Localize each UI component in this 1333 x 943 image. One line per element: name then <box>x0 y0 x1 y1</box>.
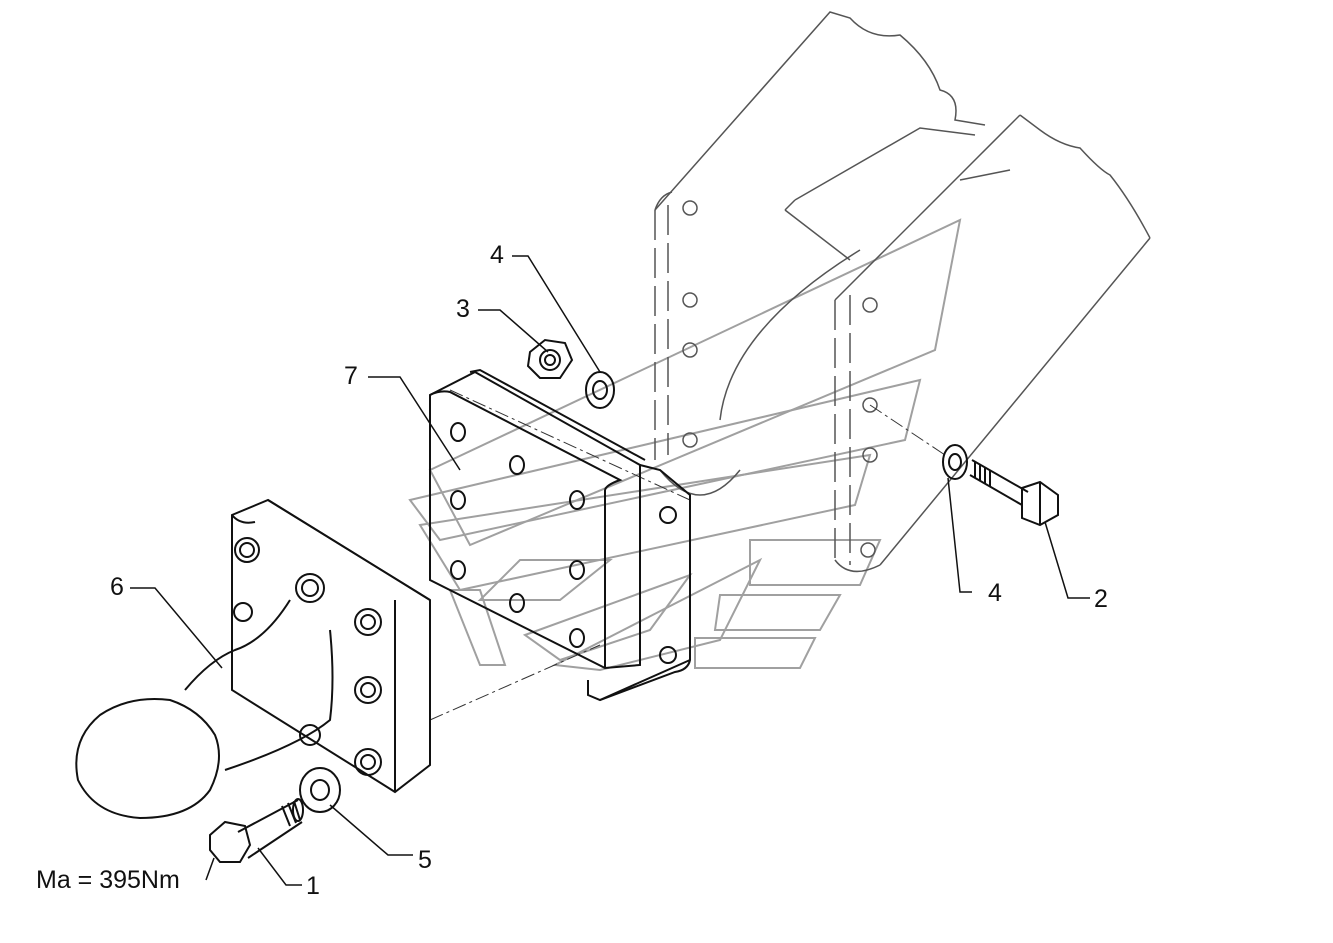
callout-tow-ball: 6 <box>110 573 124 601</box>
assembly-center-lines <box>429 389 946 721</box>
bolt-front <box>209 798 304 863</box>
lock-washer <box>299 767 341 813</box>
callout-washer-rear: 4 <box>988 579 1002 607</box>
mounting-plate <box>429 368 691 702</box>
bolt-rear <box>969 459 1059 527</box>
torque-note: Ma = 395Nm <box>36 866 180 894</box>
callout-bolt-front: 1 <box>306 872 320 900</box>
tow-ball <box>75 498 431 820</box>
washer-rear <box>942 444 968 480</box>
callout-lock-washer: 5 <box>418 846 432 874</box>
callout-bolt-rear: 2 <box>1094 585 1108 613</box>
callout-nut: 3 <box>456 295 470 323</box>
callout-washer-upper: 4 <box>490 241 504 269</box>
vehicle-frame <box>654 11 1151 573</box>
nut <box>526 338 574 379</box>
leader-lines <box>130 255 1090 886</box>
callout-mounting-plate: 7 <box>344 362 358 390</box>
